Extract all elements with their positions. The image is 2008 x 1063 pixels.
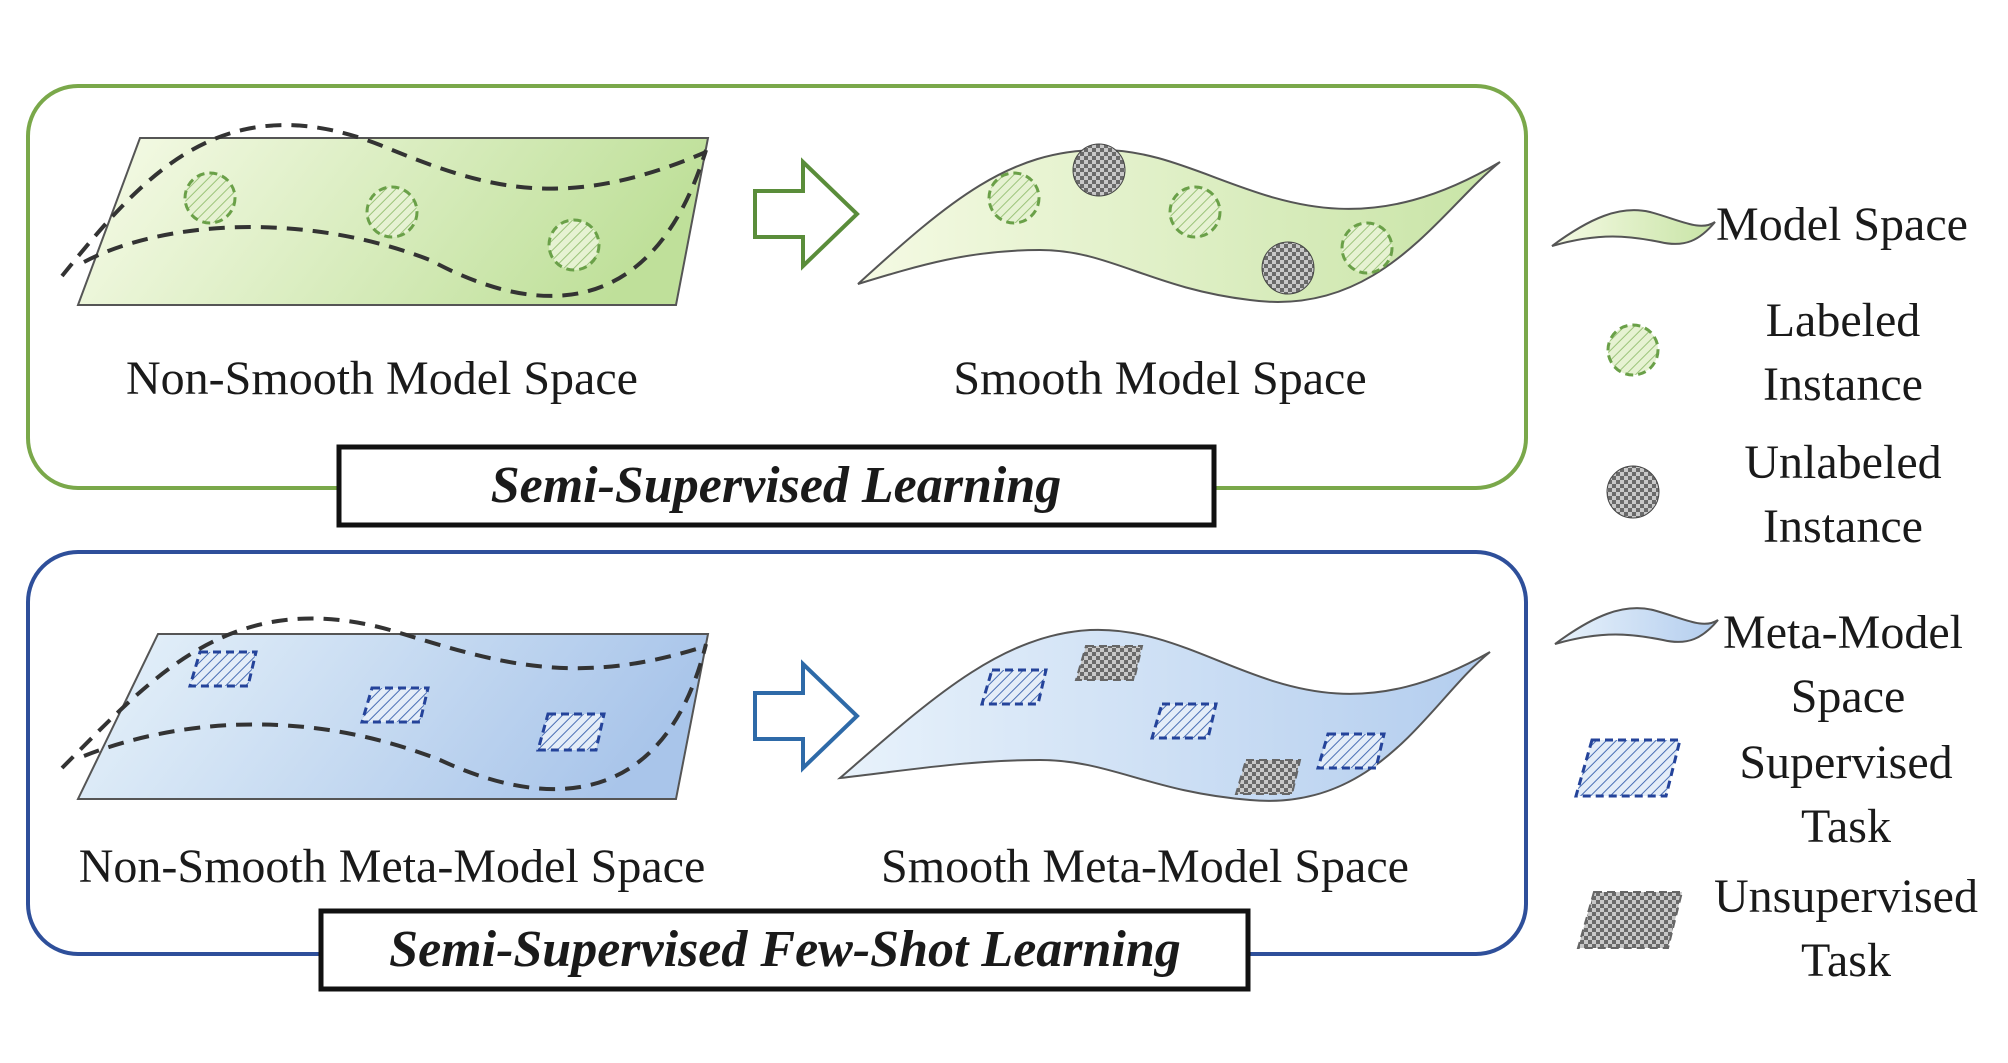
legend-unsupervised-line2: Task bbox=[1801, 934, 1891, 987]
bottom-panel-title: Semi-Supervised Few-Shot Learning bbox=[389, 921, 1181, 978]
bottom-panel-title-box bbox=[318, 908, 1251, 992]
supervised-task-shape bbox=[1315, 732, 1386, 770]
non-smooth-meta-model-space-caption: Non-Smooth Meta-Model Space bbox=[79, 840, 706, 893]
supervised-task-shape bbox=[359, 686, 430, 724]
supervised-task-shape bbox=[979, 668, 1048, 706]
labeled-instance-dot bbox=[183, 171, 237, 225]
unsupervised-task-shape bbox=[1074, 645, 1144, 681]
labeled-instance-dot bbox=[1168, 185, 1222, 239]
legend-meta-line1: Meta-Model bbox=[1723, 606, 1963, 659]
legend-unlabeled-line2: Instance bbox=[1763, 500, 1923, 553]
top-panel-title: Semi-Supervised Learning bbox=[491, 457, 1062, 514]
top-panel: Non-Smooth Model Space Smooth Model Spac… bbox=[26, 84, 1528, 528]
legend-labeled-line1: Labeled bbox=[1766, 294, 1921, 347]
labeled-instance-dot bbox=[365, 185, 419, 239]
non-smooth-model-space-caption: Non-Smooth Model Space bbox=[126, 352, 638, 405]
smooth-model-space-caption: Smooth Model Space bbox=[953, 352, 1366, 405]
labeled-instance-dot bbox=[1340, 221, 1394, 275]
legend-unlabeled-line1: Unlabeled bbox=[1744, 436, 1941, 489]
labeled-instance-dot bbox=[547, 218, 601, 272]
legend-model-space: Model Space bbox=[1716, 198, 1968, 251]
bottom-panel: Non-Smooth Meta-Model Space Smooth Meta-… bbox=[26, 550, 1528, 992]
unlabeled-instance-dot bbox=[1072, 143, 1126, 197]
checkered-gray-parallelogram-icon bbox=[1576, 891, 1684, 949]
top-panel-title-box bbox=[336, 444, 1217, 528]
meta-model-space-legend-icon bbox=[1554, 607, 1719, 645]
unlabeled-instance-dot bbox=[1261, 241, 1315, 295]
dashed-blue-parallelogram-icon bbox=[1574, 738, 1682, 798]
legend-meta-line2: Space bbox=[1791, 670, 1906, 723]
non-smooth-curve-lower bbox=[83, 643, 708, 791]
smooth-meta-model-space-caption: Smooth Meta-Model Space bbox=[881, 840, 1409, 893]
unsupervised-task-shape bbox=[1234, 759, 1302, 795]
legend-unsupervised-line1: Unsupervised bbox=[1714, 870, 1978, 923]
legend-supervised-line1: Supervised bbox=[1739, 736, 1952, 789]
legend-supervised-line2: Task bbox=[1801, 800, 1891, 853]
dashed-green-circle-icon bbox=[1606, 323, 1660, 377]
supervised-task-shape bbox=[187, 650, 258, 688]
supervised-task-shape bbox=[536, 712, 606, 752]
legend-labeled-line2: Instance bbox=[1763, 358, 1923, 411]
checkered-gray-circle-icon bbox=[1606, 465, 1660, 519]
non-smooth-curve-upper bbox=[60, 616, 707, 770]
labeled-instance-dot bbox=[987, 171, 1041, 225]
model-space-legend-icon bbox=[1551, 209, 1716, 247]
supervised-task-shape bbox=[1149, 702, 1218, 740]
non-smooth-curve-upper bbox=[60, 123, 707, 278]
legend: Model Space Labeled Instance Unlabeled I… bbox=[1551, 198, 1978, 987]
